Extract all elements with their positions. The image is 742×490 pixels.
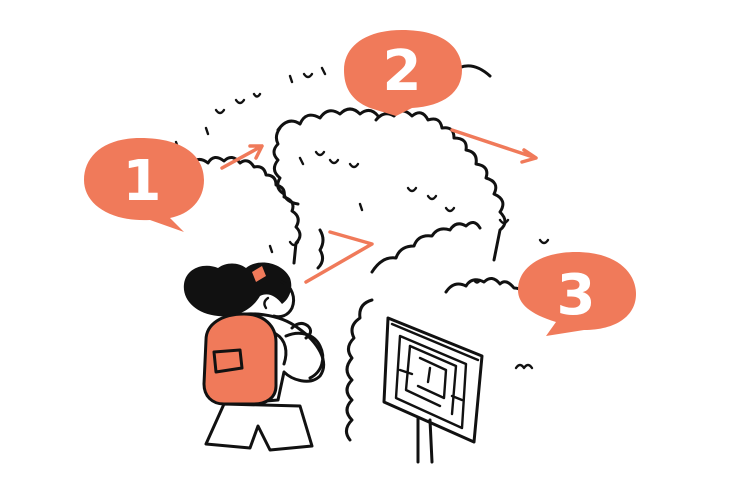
hedge-center-top	[276, 107, 380, 132]
step-bubble-2: 2	[344, 30, 462, 116]
sign-maze-pattern	[394, 334, 468, 430]
hedge-right-middle	[444, 277, 524, 300]
step-number-1: 1	[123, 149, 162, 214]
arrow-start-chevron	[304, 230, 374, 284]
face	[272, 280, 296, 319]
backpack-pocket	[212, 348, 244, 374]
hand	[290, 321, 313, 340]
arrow-step-1-to-2	[220, 144, 264, 170]
bubble-1-shape	[84, 138, 204, 232]
path-arrows	[220, 128, 538, 284]
sign-board-edge	[390, 322, 480, 362]
shorts	[204, 402, 314, 452]
hair	[183, 262, 292, 317]
ear	[263, 296, 270, 310]
step-number-3: 3	[557, 263, 596, 328]
bubble-2-shape	[344, 30, 462, 116]
hedge-maze-illustration	[174, 64, 550, 442]
hedge-path-left	[345, 298, 374, 442]
maze-map-sign-icon	[382, 316, 484, 464]
step-number-2: 2	[383, 39, 422, 104]
hair-tie	[252, 266, 266, 282]
sign-post	[416, 416, 434, 464]
sign-board	[382, 316, 484, 444]
arm	[284, 331, 325, 380]
girl-with-backpack-illustration	[183, 262, 326, 452]
step-bubble-1: 1	[84, 138, 204, 232]
hedge-left-front	[188, 156, 302, 265]
hedge-path-right-top	[370, 221, 482, 274]
foliage-marks	[174, 66, 550, 370]
hedge-right-top	[374, 109, 507, 262]
hedge-left-side	[316, 228, 325, 270]
bubble-3-shape	[518, 252, 636, 336]
step-bubble-3: 3	[518, 252, 636, 336]
hedge-center-column	[272, 126, 300, 206]
arrow-step-2-to-3	[450, 128, 538, 164]
backpack-strap	[274, 332, 288, 366]
